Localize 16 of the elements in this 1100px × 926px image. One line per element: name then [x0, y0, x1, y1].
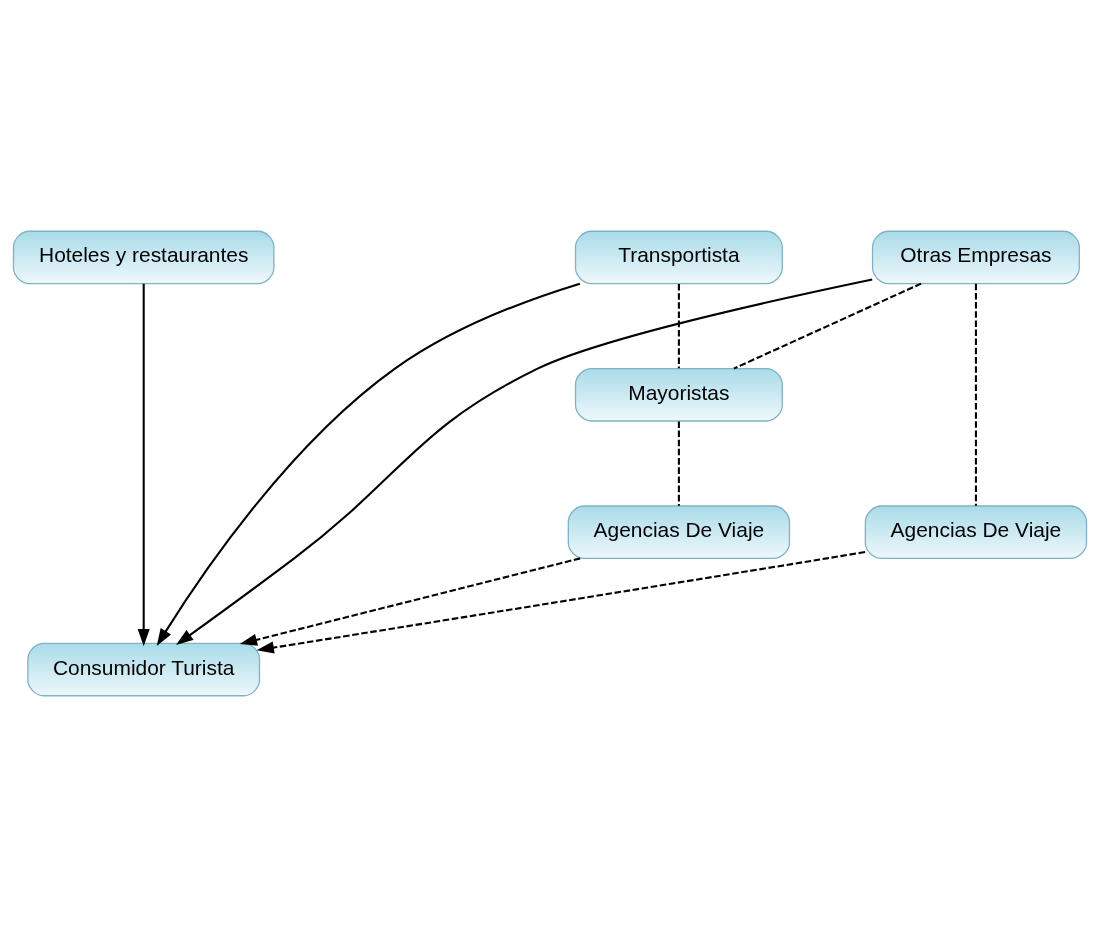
arrow — [256, 550, 866, 654]
connector — [677, 420, 680, 506]
node-box: Otras Empresas — [871, 230, 1080, 284]
connector — [677, 283, 680, 368]
connector — [974, 283, 977, 506]
node-box: Agencias De Viaje — [567, 504, 791, 559]
arrow — [176, 278, 873, 645]
node-box: Hoteles y restaurantes — [12, 230, 275, 284]
node-box: Consumidor Turista — [27, 642, 261, 696]
arrow — [239, 556, 581, 646]
node-box: Agencias De Viaje — [864, 504, 1088, 559]
node-box: Transportista — [574, 230, 783, 284]
arrow — [156, 282, 581, 646]
node-box: Mayoristas — [574, 367, 783, 422]
connector — [733, 282, 922, 369]
arrow — [137, 283, 150, 646]
